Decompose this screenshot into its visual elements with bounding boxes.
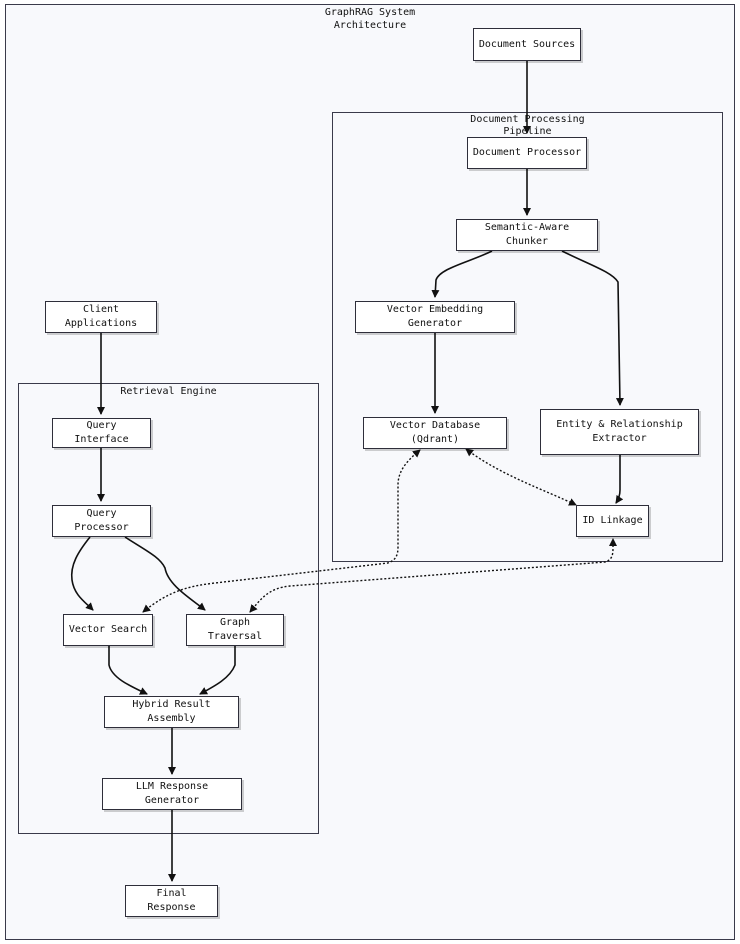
edge-processor-to-graph-traversal bbox=[124, 536, 206, 611]
node-llm-response-generator[interactable]: LLM Response Generator bbox=[102, 778, 242, 810]
node-graph-traversal[interactable]: Graph Traversal bbox=[186, 614, 284, 646]
edge-graph-traversal-to-hybrid bbox=[199, 646, 236, 695]
node-document-sources[interactable]: Document Sources bbox=[473, 28, 581, 61]
cluster-title-retrieval: Retrieval Engine bbox=[120, 386, 217, 397]
edge-chunker-to-extractor bbox=[561, 250, 624, 406]
node-vector-database[interactable]: Vector Database (Qdrant) bbox=[363, 417, 507, 449]
node-vector-embedding-generator[interactable]: Vector Embedding Generator bbox=[355, 301, 515, 333]
node-query-interface[interactable]: Query Interface bbox=[52, 418, 151, 448]
node-id-linkage[interactable]: ID Linkage bbox=[576, 505, 649, 537]
node-query-processor[interactable]: Query Processor bbox=[52, 505, 151, 537]
node-final-response[interactable]: Final Response bbox=[125, 885, 218, 917]
node-document-processor[interactable]: Document Processor bbox=[467, 137, 587, 169]
node-hybrid-result-assembly[interactable]: Hybrid Result Assembly bbox=[104, 696, 239, 728]
edge-extractor-to-idlinkage bbox=[615, 455, 624, 504]
edge-vector-search-to-hybrid bbox=[108, 646, 148, 695]
diagram-title: GraphRAG System Architecture bbox=[324, 7, 416, 31]
node-entity-relationship-extractor[interactable]: Entity & Relationship Extractor bbox=[540, 409, 699, 455]
edge-dotted-vectorsearch-vectordb bbox=[142, 449, 421, 613]
node-client-applications[interactable]: Client Applications bbox=[45, 301, 157, 333]
edge-dotted-graphtraversal-idlinkage bbox=[249, 538, 617, 613]
edge-dotted-vectordb-idlinkage bbox=[465, 448, 577, 506]
node-semantic-chunker[interactable]: Semantic-Aware Chunker bbox=[456, 219, 598, 251]
edge-processor-to-vector-search bbox=[70, 536, 94, 611]
node-vector-search[interactable]: Vector Search bbox=[63, 614, 153, 646]
edge-chunker-to-embedding bbox=[431, 250, 493, 298]
